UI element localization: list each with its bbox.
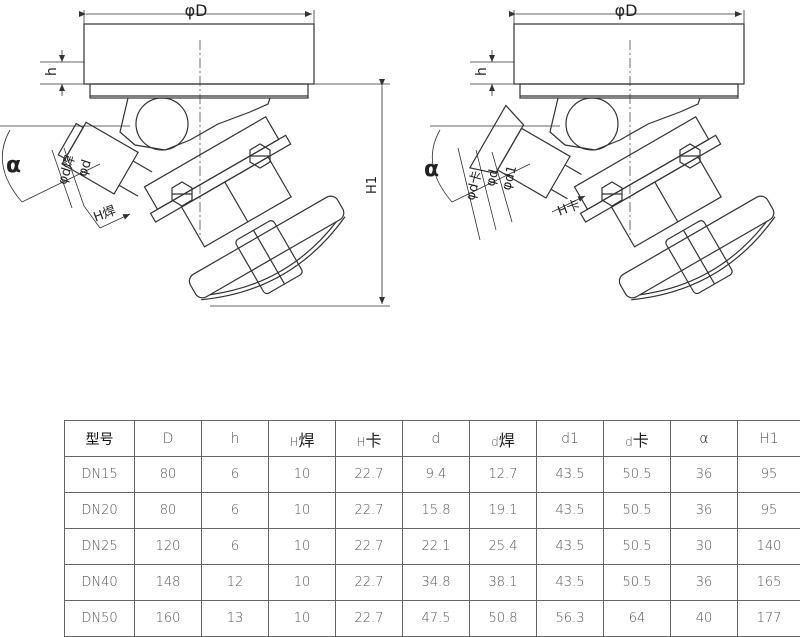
table-cell: 80	[135, 457, 202, 493]
table-cell: 43.5	[537, 457, 604, 493]
table-row: DN40 148 12 10 22.7 34.8 38.1 43.5 50.5 …	[65, 565, 800, 601]
table-cell: 10	[269, 493, 336, 529]
table-cell: 43.5	[537, 529, 604, 565]
header-cell: α	[671, 421, 738, 457]
table-cell: DN40	[65, 565, 135, 601]
table-cell: 50.8	[470, 601, 537, 637]
table-cell: 10	[269, 457, 336, 493]
table-cell: 43.5	[537, 565, 604, 601]
table-cell: 160	[135, 601, 202, 637]
right-label-h: h	[474, 67, 490, 76]
header-cell: H焊	[269, 421, 336, 457]
table-cell: 25.4	[470, 529, 537, 565]
table-cell: 10	[269, 529, 336, 565]
left-pipe-bore	[136, 98, 188, 150]
left-nut-bottom	[172, 182, 192, 206]
table-cell: 9.4	[403, 457, 470, 493]
right-nut-bottom	[602, 182, 622, 206]
right-label-H-clamp: H卡	[556, 198, 583, 220]
table-cell: 64	[604, 601, 671, 637]
left-valve-view	[0, 10, 390, 325]
right-bonnet-top	[514, 24, 744, 84]
header-cell: D	[135, 421, 202, 457]
table-cell: 38.1	[470, 565, 537, 601]
technical-drawing: φD h α H1 φd焊 φd H焊	[0, 0, 800, 410]
right-label-D: φD	[615, 1, 638, 20]
table-cell: 22.1	[403, 529, 470, 565]
table-cell: 50.5	[604, 493, 671, 529]
table-cell: DN50	[65, 601, 135, 637]
table-cell: 34.8	[403, 565, 470, 601]
table-cell: 19.1	[470, 493, 537, 529]
table-cell: 12	[202, 565, 269, 601]
table-cell: 165	[738, 565, 800, 601]
table-header-row: 型号 D h H焊 H卡 d d焊 d1 d卡 α H1	[65, 421, 800, 457]
table-cell: 140	[738, 529, 800, 565]
table-cell: 36	[671, 493, 738, 529]
table-row: DN20 80 6 10 22.7 15.8 19.1 43.5 50.5 36…	[65, 493, 800, 529]
table-cell: 80	[135, 493, 202, 529]
table-cell: 6	[202, 457, 269, 493]
header-cell: d1	[537, 421, 604, 457]
header-cell: H1	[738, 421, 800, 457]
left-label-alpha: α	[6, 153, 21, 178]
table-cell: 177	[738, 601, 800, 637]
right-nut-top	[680, 144, 700, 168]
table-cell: DN20	[65, 493, 135, 529]
header-cell: 型号	[65, 421, 135, 457]
table-cell: DN25	[65, 529, 135, 565]
table-cell: 95	[738, 493, 800, 529]
left-label-h: h	[44, 67, 60, 76]
table-cell: 50.5	[604, 565, 671, 601]
table-cell: 10	[269, 565, 336, 601]
table-cell: 6	[202, 493, 269, 529]
right-valve-view	[430, 10, 791, 325]
left-bonnet-top	[84, 24, 314, 84]
table-cell: DN15	[65, 457, 135, 493]
table-cell: 50.5	[604, 529, 671, 565]
right-pipe-bore	[566, 98, 618, 150]
table-cell: 36	[671, 457, 738, 493]
table-cell: 30	[671, 529, 738, 565]
table-cell: 22.7	[336, 601, 403, 637]
table-row: DN25 120 6 10 22.7 22.1 25.4 43.5 50.5 3…	[65, 529, 800, 565]
right-label-d-clamp: φd卡	[463, 169, 485, 202]
header-cell: H卡	[336, 421, 403, 457]
right-label-alpha: α	[424, 157, 439, 182]
table-cell: 12.7	[470, 457, 537, 493]
left-label-d: φd	[75, 158, 94, 179]
header-cell: h	[202, 421, 269, 457]
table-cell: 22.7	[336, 529, 403, 565]
table-cell: 50.5	[604, 457, 671, 493]
table-cell: 22.7	[336, 565, 403, 601]
header-cell: d	[403, 421, 470, 457]
table-cell: 36	[671, 565, 738, 601]
table-cell: 22.7	[336, 493, 403, 529]
table-cell: 120	[135, 529, 202, 565]
table-row: DN15 80 6 10 22.7 9.4 12.7 43.5 50.5 36 …	[65, 457, 800, 493]
table-cell: 43.5	[537, 493, 604, 529]
right-label-d1: φd1	[499, 164, 520, 192]
table-cell: 6	[202, 529, 269, 565]
table-cell: 95	[738, 457, 800, 493]
table-cell: 47.5	[403, 601, 470, 637]
header-cell: d卡	[604, 421, 671, 457]
left-nut-top	[250, 144, 270, 168]
header-cell: d焊	[470, 421, 537, 457]
table-cell: 148	[135, 565, 202, 601]
table-cell: 15.8	[403, 493, 470, 529]
table-cell: 22.7	[336, 457, 403, 493]
left-label-H1: H1	[365, 176, 380, 194]
left-label-D: φD	[185, 1, 208, 20]
table-cell: 40	[671, 601, 738, 637]
table-cell: 10	[269, 601, 336, 637]
table-row: DN50 160 13 10 22.7 47.5 50.8 56.3 64 40…	[65, 601, 800, 637]
left-label-H-weld: H焊	[91, 203, 118, 226]
table-cell: 56.3	[537, 601, 604, 637]
specification-table: 型号 D h H焊 H卡 d d焊 d1 d卡 α H1 DN15 80 6 1…	[64, 420, 800, 637]
table-cell: 13	[202, 601, 269, 637]
